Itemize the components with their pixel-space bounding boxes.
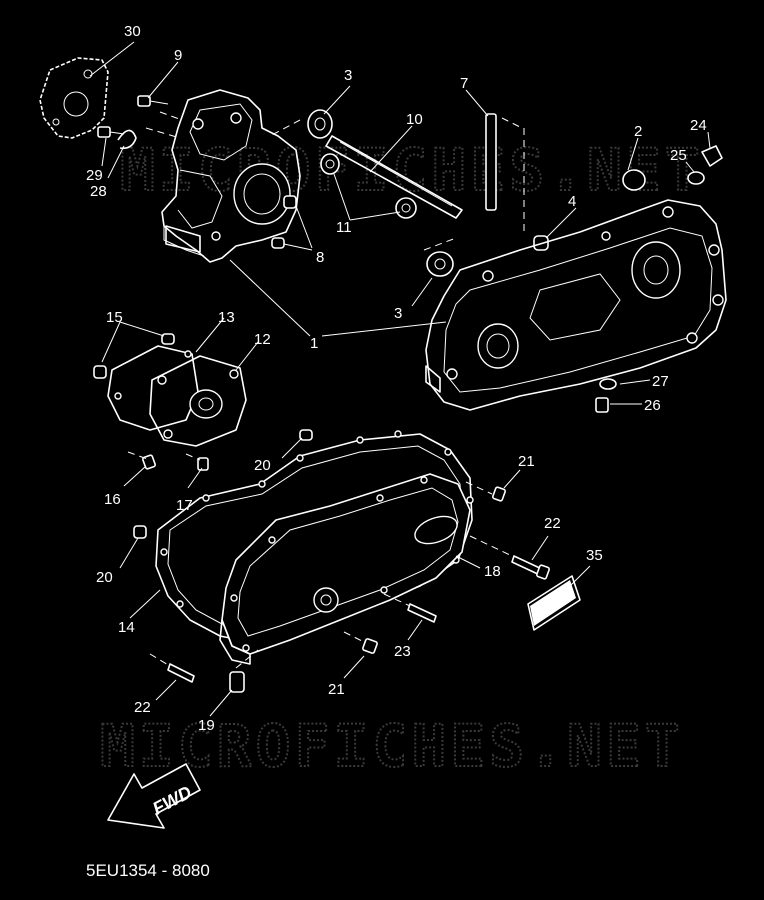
callout: 1	[310, 335, 318, 352]
part-11-seals	[320, 153, 417, 219]
callout: 21	[328, 681, 345, 698]
callout: 23	[394, 643, 411, 660]
callout: 22	[134, 699, 151, 716]
part-23-bolt	[383, 593, 437, 641]
watermark-bottom: MICROFICHES.NET	[100, 712, 684, 780]
callout: 25	[670, 147, 687, 164]
part-15-dowels	[93, 321, 175, 379]
callout: 10	[406, 111, 423, 128]
left-crankcase-half	[145, 89, 301, 263]
part-7-pin	[485, 113, 525, 236]
callout: 27	[652, 373, 669, 390]
callout: 24	[690, 117, 707, 134]
callout: 13	[218, 309, 235, 326]
callout: 16	[104, 491, 121, 508]
part-10-shaft	[325, 135, 463, 219]
part-18-cover	[219, 473, 471, 665]
part-28-clip	[117, 129, 137, 150]
callout: 2	[634, 123, 642, 140]
callout: 18	[484, 563, 501, 580]
part-19-dowel	[209, 649, 259, 717]
callout: 19	[198, 717, 215, 734]
part-9-bolt	[137, 95, 169, 107]
callout: 22	[544, 515, 561, 532]
diagram-code: 5EU1354 - 8080	[86, 861, 210, 880]
callout: 30	[124, 23, 141, 40]
callout: 8	[316, 249, 324, 266]
part-30-gasket	[39, 57, 109, 139]
leader-1b	[321, 321, 447, 337]
part-22-bolt-right	[469, 535, 550, 580]
part-2-bushing	[622, 169, 646, 191]
part-12-13-pump-cover	[107, 345, 247, 447]
callout: 17	[176, 497, 193, 514]
callout: 21	[518, 453, 535, 470]
part-8-dowels	[271, 195, 313, 251]
callout: 28	[90, 183, 107, 200]
callout: 3	[394, 305, 402, 322]
part-22-bolt-left	[149, 653, 195, 701]
callout: 29	[86, 167, 103, 184]
part-21-bolt-bottom	[343, 631, 378, 679]
leader-1a	[229, 259, 311, 337]
callout: 11	[336, 219, 352, 236]
callout: 12	[254, 331, 271, 348]
part-35-label	[527, 565, 591, 631]
right-crankcase-half	[425, 199, 727, 411]
part-3-bearing-upper	[269, 109, 333, 139]
part-16-17-bolts	[127, 451, 209, 471]
leader-lines	[89, 41, 651, 619]
callout: 20	[254, 457, 271, 474]
part-26-27-drain	[595, 378, 617, 413]
callout: 7	[460, 75, 468, 92]
callout: 3	[344, 67, 352, 84]
part-3-bearing-lower	[423, 237, 457, 277]
callout: 20	[96, 569, 113, 586]
part-21-bolt-top	[465, 469, 521, 502]
part-24-25-plug	[685, 131, 723, 185]
callout: 9	[174, 47, 182, 64]
callout: 4	[568, 193, 576, 210]
callout: 15	[106, 309, 123, 326]
fwd-arrow: FWD	[107, 763, 201, 829]
part-29-bolt	[97, 126, 125, 138]
callout-numbers: 30 9 3 10 7 2 24 25 29 28 4 11 8 3 1 15 …	[86, 23, 707, 734]
callout: 35	[586, 547, 603, 564]
part-20-dowels	[119, 429, 313, 569]
callout: 14	[118, 619, 135, 636]
callout: 26	[644, 397, 661, 414]
